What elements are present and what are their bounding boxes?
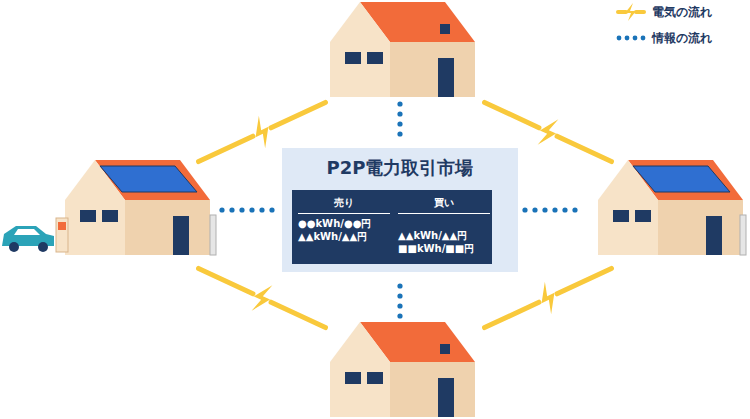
house-solar	[598, 160, 746, 255]
order-entries: ▲▲kWh/▲▲円 ■■kWh/■■円	[398, 214, 490, 255]
legend-text: 電気の流れ	[652, 4, 712, 21]
order-column: 売り●●kWh/●●円 ▲▲kWh/▲▲円	[298, 196, 390, 243]
house	[330, 2, 475, 97]
column-heading: 買い	[398, 196, 490, 214]
house	[330, 322, 475, 417]
market-box: P2P電力取引市場売り●●kWh/●●円 ▲▲kWh/▲▲円買い▲▲kWh/▲▲…	[282, 148, 518, 272]
legend-sample-power	[618, 3, 644, 21]
order-panel: 売り●●kWh/●●円 ▲▲kWh/▲▲円買い▲▲kWh/▲▲円 ■■kWh/■…	[292, 190, 492, 264]
info-dots	[219, 101, 577, 318]
order-entries: ●●kWh/●●円 ▲▲kWh/▲▲円	[298, 214, 390, 243]
column-heading: 売り	[298, 196, 390, 214]
order-column: 買い▲▲kWh/▲▲円 ■■kWh/■■円	[398, 196, 490, 255]
legend-sample-info	[617, 36, 646, 41]
electric-car	[2, 218, 68, 252]
legend-text: 情報の流れ	[652, 30, 712, 47]
house-solar	[65, 160, 216, 255]
market-title: P2P電力取引市場	[282, 148, 518, 180]
